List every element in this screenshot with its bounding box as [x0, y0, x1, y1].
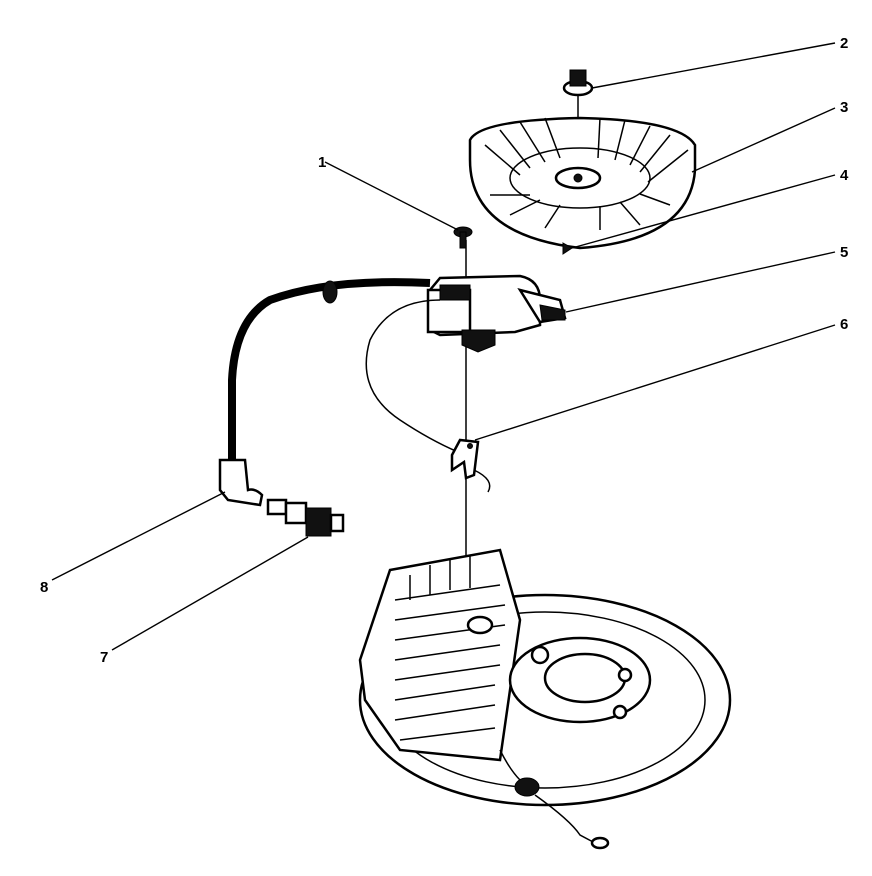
- nut: [562, 69, 594, 97]
- engine-cylinder: [358, 548, 732, 850]
- callout-4: 4: [840, 167, 849, 184]
- callout-5: 5: [840, 244, 848, 261]
- spark-plug: [266, 498, 345, 537]
- spark-plug-boot: [218, 458, 264, 507]
- leader-lines: [51, 42, 836, 651]
- high-tension-lead: [228, 278, 431, 470]
- callout-7: 7: [100, 649, 108, 666]
- callout-3: 3: [840, 99, 848, 116]
- clip: [450, 438, 491, 493]
- callout-2: 2: [840, 35, 848, 52]
- flywheel: [468, 116, 697, 250]
- key: [562, 242, 573, 255]
- screw: [453, 226, 473, 249]
- callout-8: 8: [40, 579, 48, 596]
- ignition-coil: [365, 274, 567, 453]
- callout-1: 1: [318, 154, 326, 171]
- lead-grommet: [322, 280, 338, 304]
- callout-6: 6: [840, 316, 848, 333]
